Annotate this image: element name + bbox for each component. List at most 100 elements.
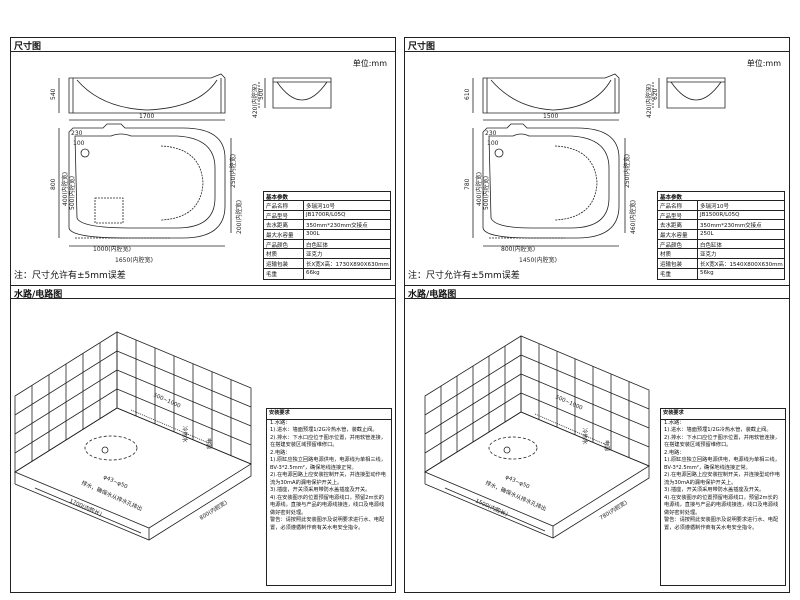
drawing-sheet-1700: 尺寸图 单位:mm 540 <box>10 37 396 593</box>
spec-value: 多瑞河10号 <box>700 204 729 210</box>
install-warning: 警告：请按照此安装图示及说明要求进行水、电配置，必须遵循制作商有关水电安全指令。 <box>270 517 385 531</box>
install-line: 3).插座，开关须采用带防水盖插座及开关。 <box>270 487 371 494</box>
spec-key: 毛重 <box>264 268 304 279</box>
label-power: 电源 <box>205 438 213 450</box>
plumbing-iso-drawing: 500~1000 冷热水 电源 φ43~φ50 排水，确保水从排水孔排出 170… <box>14 331 252 541</box>
install-line: 2).排水：下水口应位于图示位置，并用软管连接，在搭建安装区域预留维修口。 <box>270 434 386 449</box>
spec-key: 去水距离 <box>264 220 304 229</box>
dim-offset-230: 230 <box>71 130 83 137</box>
spec-row: 运输包装长X宽X高：1540X800X630mm <box>658 259 784 269</box>
spec-title: 基本参数 <box>658 192 784 201</box>
spec-value: 亚克力 <box>700 252 717 259</box>
spec-value: 350mm*230mm交接点 <box>306 223 368 230</box>
dim-iso-width: 800(内腔宽) <box>198 498 229 521</box>
unit-label: 单位:mm <box>746 59 781 68</box>
dim-inner-400: 400(内腔宽) <box>61 172 69 206</box>
install-title: 安装要求 <box>661 409 785 420</box>
dim-inner-length-total: 1450(内腔宽) <box>519 256 557 264</box>
spec-value: 长X宽X高：1730X890X630mm <box>306 262 389 268</box>
spec-key: 产品型号 <box>264 210 304 220</box>
dim-front-height: 540 <box>50 88 57 100</box>
spec-value: 250L <box>700 231 714 238</box>
spec-value: 350mm*230mm交接点 <box>700 223 762 230</box>
install-line: 2).排水：下水口应位于图示位置，并用软管连接，在搭建安装区域预留维修口。 <box>664 434 780 449</box>
spec-key: 毛重 <box>658 268 698 279</box>
dim-inner-length-total: 1650(内腔宽) <box>115 256 153 264</box>
dim-inner-250: 250(内腔宽) <box>623 154 631 188</box>
spec-value: 白色缸体 <box>306 242 329 249</box>
spec-key: 产品颜色 <box>264 239 304 249</box>
spec-key: 产品名称 <box>658 201 698 210</box>
spec-key: 去水距离 <box>658 220 698 229</box>
spec-row: 材质亚克力 <box>264 249 390 260</box>
install-requirements: 安装要求 1.水路： 1).进水：墙面预埋1/2G冷热水管，装截止阀。 2).排… <box>266 408 392 586</box>
label-power: 电源 <box>603 440 611 452</box>
dim-iso-length: 1700(内腔长) <box>68 497 103 518</box>
section-title-plumbing: 水路/电路图 <box>405 285 789 300</box>
spec-key: 产品型号 <box>658 210 698 220</box>
dim-side-height: 620 <box>652 88 659 100</box>
spec-value: 长X宽X高：1540X800X630mm <box>700 262 783 268</box>
dim-inner-200: 200(内腔宽) <box>235 200 243 234</box>
dim-front-height: 610 <box>464 88 471 100</box>
dim-total-width: 800 <box>50 178 57 190</box>
section-title-plumbing: 水路/电路图 <box>11 285 395 300</box>
spec-key: 运输包装 <box>264 259 304 268</box>
spec-key: 运输包装 <box>658 259 698 268</box>
install-line: 3).插座，开关须采用带防水盖插座及开关。 <box>664 487 765 494</box>
install-line: 2).在电源回路上应安装控制开关，并连接型动作电流为30mA的漏电保护开关上。 <box>270 472 386 486</box>
dim-inner-250: 250(内腔宽) <box>229 154 237 188</box>
spec-key: 材质 <box>658 249 698 258</box>
spec-value: 56kg <box>700 269 714 276</box>
label-pipe: φ43~φ50 <box>102 474 129 490</box>
spec-title: 基本参数 <box>264 192 390 201</box>
install-line: 2.电路： <box>664 449 685 456</box>
plumbing-iso-drawing: 500~1000 冷热水 电源 φ43~φ50 排水，确保水从排水孔排出 150… <box>424 335 650 539</box>
install-line: 1).原缸应独立回路电源供电，电源线为单相三线，BV-3*2.5mm²，确保地线… <box>664 457 780 471</box>
dim-inner-400: 400(内腔宽) <box>475 172 483 206</box>
dim-total-width: 780 <box>464 178 471 190</box>
dim-inner-length-1000: 1000(内腔宽) <box>93 245 131 253</box>
dim-offset-230: 230 <box>485 130 497 137</box>
install-warning: 警告：请按照此安装图示及说明要求进行水、电配置，必须遵循制作商有关水电安全指令。 <box>664 517 779 531</box>
spec-key: 产品名称 <box>264 201 304 210</box>
spec-value: 亚克力 <box>306 252 323 259</box>
spec-value: 300L <box>306 231 320 238</box>
install-line: 1).进水：墙面预埋1/2G冷热水管，装截止阀。 <box>664 427 772 434</box>
spec-key: 材质 <box>264 249 304 258</box>
dim-side-height: 500 <box>258 88 265 100</box>
spec-value: 白色缸体 <box>700 242 723 249</box>
install-line: 1.水路： <box>270 419 291 426</box>
install-line: 1.水路： <box>664 419 685 426</box>
dim-drain-100: 100 <box>73 140 85 147</box>
tolerance-note: 注：尺寸允许有±5mm误差 <box>14 271 126 281</box>
spec-key: 最大水容量 <box>658 230 698 239</box>
dim-inner-500: 500(内腔宽) <box>68 176 76 210</box>
label-pipe: φ43~φ50 <box>504 474 531 490</box>
install-requirements: 安装要求 1.水路： 1).进水：墙面预埋1/2G冷热水管，装截止阀。 2).排… <box>660 408 786 586</box>
front-view-drawing: 610 620 420(内腔深) 1500 780 230 100 400(内腔… <box>464 73 726 264</box>
spec-row: 产品颜色白色缸体 <box>658 239 784 250</box>
drawing-sheet-1500: 尺寸图 单位:mm 610 620 420(内腔深) 15 <box>404 37 790 593</box>
spec-row: 产品名称多瑞河10号 <box>658 201 784 211</box>
dim-inner-length-800: 800(内腔宽) <box>501 245 535 253</box>
spec-row: 运输包装长X宽X高：1730X890X630mm <box>264 259 390 269</box>
dim-drain-100: 100 <box>487 140 499 147</box>
front-view-drawing: 540 500 420(内腔深) 1700 800 230 100 400(内腔… <box>50 73 332 264</box>
spec-value: 多瑞河10号 <box>306 204 335 210</box>
dim-inner-460: 460(内腔宽) <box>629 200 637 234</box>
label-faucet: 冷热水 <box>181 426 189 443</box>
install-line: 1).进水：墙面预埋1/2G冷热水管，装截止阀。 <box>270 427 378 434</box>
spec-value: JB1700R/L05Q <box>306 211 346 218</box>
spec-value: JB1500R/L05Q <box>700 211 740 218</box>
section-title-dimensions: 尺寸图 <box>405 38 789 52</box>
spec-value: 66kg <box>306 269 320 276</box>
